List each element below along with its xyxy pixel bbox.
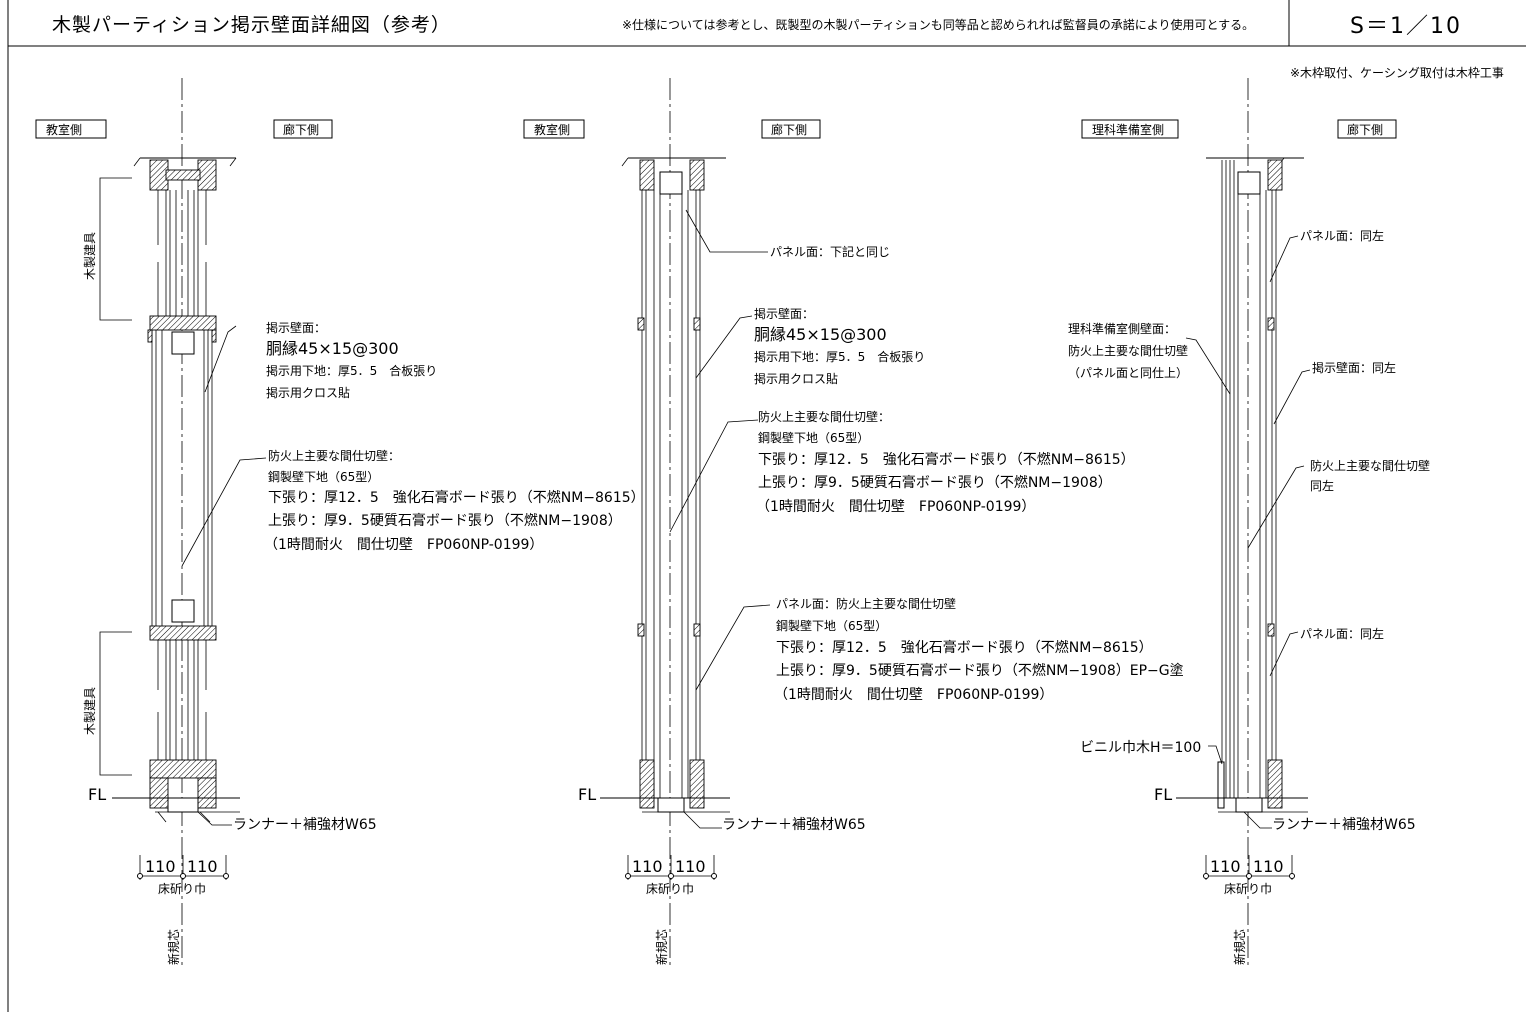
note-line: （パネル面と同仕上） bbox=[1068, 366, 1188, 380]
floor-cut-label: 床斫り巾 bbox=[646, 882, 694, 896]
scale-label: S＝1／10 bbox=[1350, 14, 1462, 39]
panel-note: パネル面：下記と同じ bbox=[770, 244, 890, 259]
room-label: 廊下側 bbox=[1347, 122, 1383, 137]
section-middle: 教室側 廊下側 FL ランナー＋補強材W65 110 1 bbox=[523, 78, 1184, 965]
note-line: 胴縁45×15@300 bbox=[266, 339, 399, 358]
new-core-label: 新規芯 bbox=[1232, 929, 1247, 965]
floor-cut-label: 床斫り巾 bbox=[158, 882, 206, 896]
note-line: （1時間耐火 間仕切壁 FP060NP-0199） bbox=[756, 499, 1035, 515]
section-right: 理科準備室側 廊下側 FL ランナー＋補強材W65 110 110 bbox=[1068, 78, 1430, 965]
fixture-label: 木製建具 bbox=[83, 232, 97, 280]
dimension-value: 110 bbox=[675, 857, 706, 876]
note-line: 胴縁45×15@300 bbox=[754, 325, 887, 344]
runner-label: ランナー＋補強材W65 bbox=[233, 817, 377, 833]
room-label: 廊下側 bbox=[283, 122, 319, 137]
fl-label: FL bbox=[1154, 785, 1172, 804]
room-tag bbox=[273, 119, 333, 139]
runner-label: ランナー＋補強材W65 bbox=[722, 817, 866, 833]
room-label: 教室側 bbox=[46, 122, 82, 137]
note-line: 掲示用下地：厚5．5 合板張り bbox=[754, 349, 925, 364]
baseboard-label: ビニル巾木H＝100 bbox=[1080, 740, 1201, 756]
section-left: 教室側 廊下側 bbox=[35, 78, 645, 965]
dimension-value: 110 bbox=[1210, 857, 1241, 876]
note-line: 下張り：厚12．5 強化石膏ボード張り（不燃NM−8615） bbox=[268, 489, 645, 506]
note-line: 掲示用クロス貼 bbox=[754, 371, 838, 386]
room-label: 理科準備室側 bbox=[1092, 122, 1164, 137]
room-label: 廊下側 bbox=[771, 122, 807, 137]
dimension-value: 110 bbox=[1253, 857, 1284, 876]
note-line: 掲示用下地：厚5．5 合板張り bbox=[266, 363, 437, 378]
panel-note: 掲示壁面：同左 bbox=[1312, 360, 1396, 375]
note-line: 掲示用クロス貼 bbox=[266, 385, 350, 400]
note-line: （1時間耐火 間仕切壁 FP060NP-0199） bbox=[774, 687, 1053, 703]
room-tag bbox=[1337, 119, 1397, 139]
spec-note: ※仕様については参考とし、既製型の木製パーティションも同等品と認められれば監督員… bbox=[622, 17, 1254, 32]
room-tag bbox=[1081, 119, 1179, 139]
note-line: 防火上主要な間仕切壁： bbox=[268, 448, 400, 463]
room-label: 教室側 bbox=[534, 122, 570, 137]
note-line: 上張り：厚9．5硬質石膏ボード張り（不燃NM−1908） bbox=[268, 512, 622, 529]
drawing-title: 木製パーティション掲示壁面詳細図（参考） bbox=[52, 14, 451, 36]
note-line: 上張り：厚9．5硬質石膏ボード張り（不燃NM−1908）EP−G塗 bbox=[776, 662, 1184, 679]
title-block: 木製パーティション掲示壁面詳細図（参考） ※仕様については参考とし、既製型の木製… bbox=[7, 0, 1526, 1012]
panel-note: パネル面：同左 bbox=[1300, 626, 1384, 641]
fl-label: FL bbox=[88, 785, 106, 804]
new-core-label: 新規芯 bbox=[654, 929, 669, 965]
note-line: 上張り：厚9．5硬質石膏ボード張り（不燃NM−1908） bbox=[758, 474, 1112, 491]
dimension-value: 110 bbox=[632, 857, 663, 876]
note-line: 下張り：厚12．5 強化石膏ボード張り（不燃NM−8615） bbox=[758, 451, 1135, 468]
note-line: 下張り：厚12．5 強化石膏ボード張り（不燃NM−8615） bbox=[776, 639, 1153, 656]
fl-label: FL bbox=[578, 785, 596, 804]
note-line: 掲示壁面： bbox=[754, 306, 814, 321]
frame-note: ※木枠取付、ケーシング取付は木枠工事 bbox=[1290, 66, 1504, 80]
note-line: 鋼製壁下地（65型） bbox=[758, 430, 869, 445]
runner-label: ランナー＋補強材W65 bbox=[1272, 817, 1416, 833]
new-core-label: 新規芯 bbox=[166, 929, 181, 965]
note-line: 同左 bbox=[1310, 478, 1334, 493]
note-line: 掲示壁面： bbox=[266, 320, 326, 335]
panel-note: パネル面：同左 bbox=[1300, 228, 1384, 243]
floor-cut-label: 床斫り巾 bbox=[1224, 882, 1272, 896]
note-line: 防火上主要な間仕切壁： bbox=[758, 409, 890, 424]
room-tag bbox=[523, 119, 585, 139]
note-line: 鋼製壁下地（65型） bbox=[268, 469, 379, 484]
room-tag bbox=[761, 119, 821, 139]
note-line: （1時間耐火 間仕切壁 FP060NP-0199） bbox=[264, 537, 543, 553]
note-line: 鋼製壁下地（65型） bbox=[776, 618, 887, 633]
room-tag bbox=[35, 119, 107, 139]
note-line: パネル面：防火上主要な間仕切壁 bbox=[776, 596, 956, 611]
dimension-value: 110 bbox=[187, 857, 218, 876]
note-line: 理科準備室側壁面： bbox=[1068, 321, 1176, 336]
fixture-label: 木製建具 bbox=[83, 687, 97, 735]
dimension-value: 110 bbox=[145, 857, 176, 876]
note-line: 防火上主要な間仕切壁 bbox=[1310, 458, 1430, 473]
note-line: 防火上主要な間仕切壁 bbox=[1068, 343, 1188, 358]
